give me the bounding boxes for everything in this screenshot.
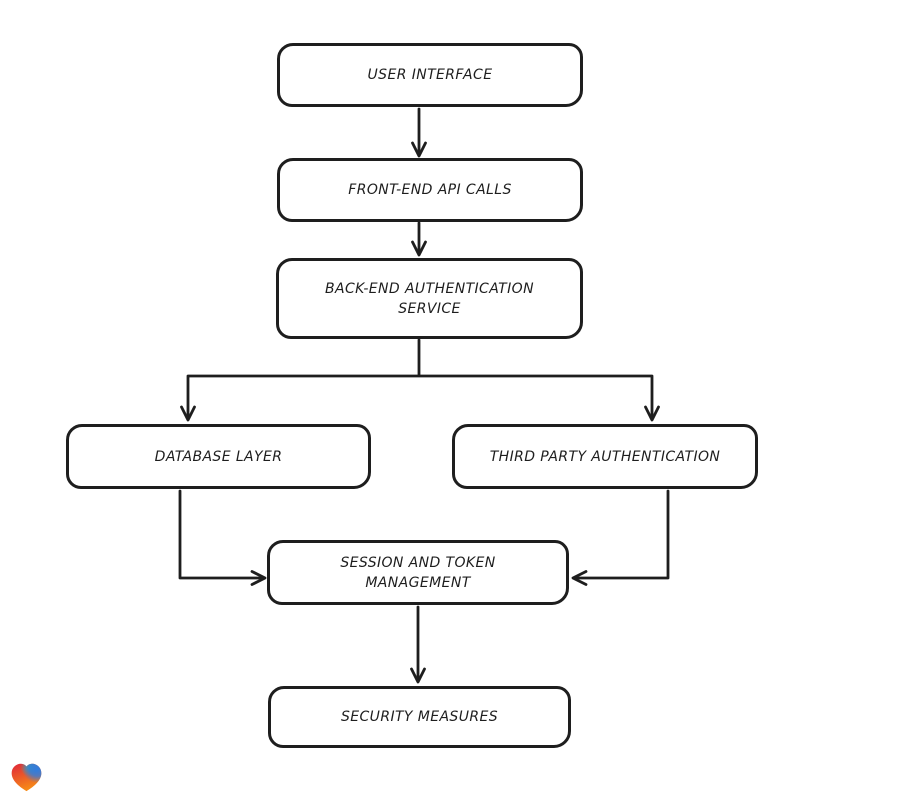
node-third-party-authentication: THIRD PARTY AUTHENTICATION (452, 424, 758, 489)
gradient-heart-icon (11, 763, 42, 792)
heart-logo-badge[interactable] (10, 761, 43, 793)
node-front-end-api-calls: FRONT-END API CALLS (277, 158, 583, 222)
node-label: USER INTERFACE (367, 67, 493, 83)
node-label: SECURITY MEASURES (340, 709, 499, 725)
arrow-backend-branch (180, 338, 660, 422)
node-label: FRONT-END API CALLS (348, 182, 512, 198)
arrow-thirdparty-to-session (571, 489, 670, 586)
node-label-line2: MANAGEMENT (365, 574, 471, 591)
arrow-frontend-to-backend (411, 221, 427, 257)
arrow-session-to-security (410, 605, 426, 684)
arrow-ui-to-frontend (411, 107, 427, 158)
node-label: BACK-END AUTHENTICATION (325, 280, 534, 297)
arrow-database-to-session (178, 489, 267, 586)
node-label: DATABASE LAYER (154, 448, 283, 465)
node-back-end-authentication-service: BACK-END AUTHENTICATION SERVICE (276, 258, 583, 339)
node-label: THIRD PARTY AUTHENTICATION (489, 448, 721, 465)
node-label: SESSION AND TOKEN (340, 554, 496, 571)
node-label-line2: SERVICE (398, 300, 461, 317)
node-session-and-token-management: SESSION AND TOKEN MANAGEMENT (267, 540, 569, 605)
node-user-interface: USER INTERFACE (277, 43, 583, 107)
node-security-measures: SECURITY MEASURES (268, 686, 571, 748)
node-database-layer: DATABASE LAYER (66, 424, 371, 489)
